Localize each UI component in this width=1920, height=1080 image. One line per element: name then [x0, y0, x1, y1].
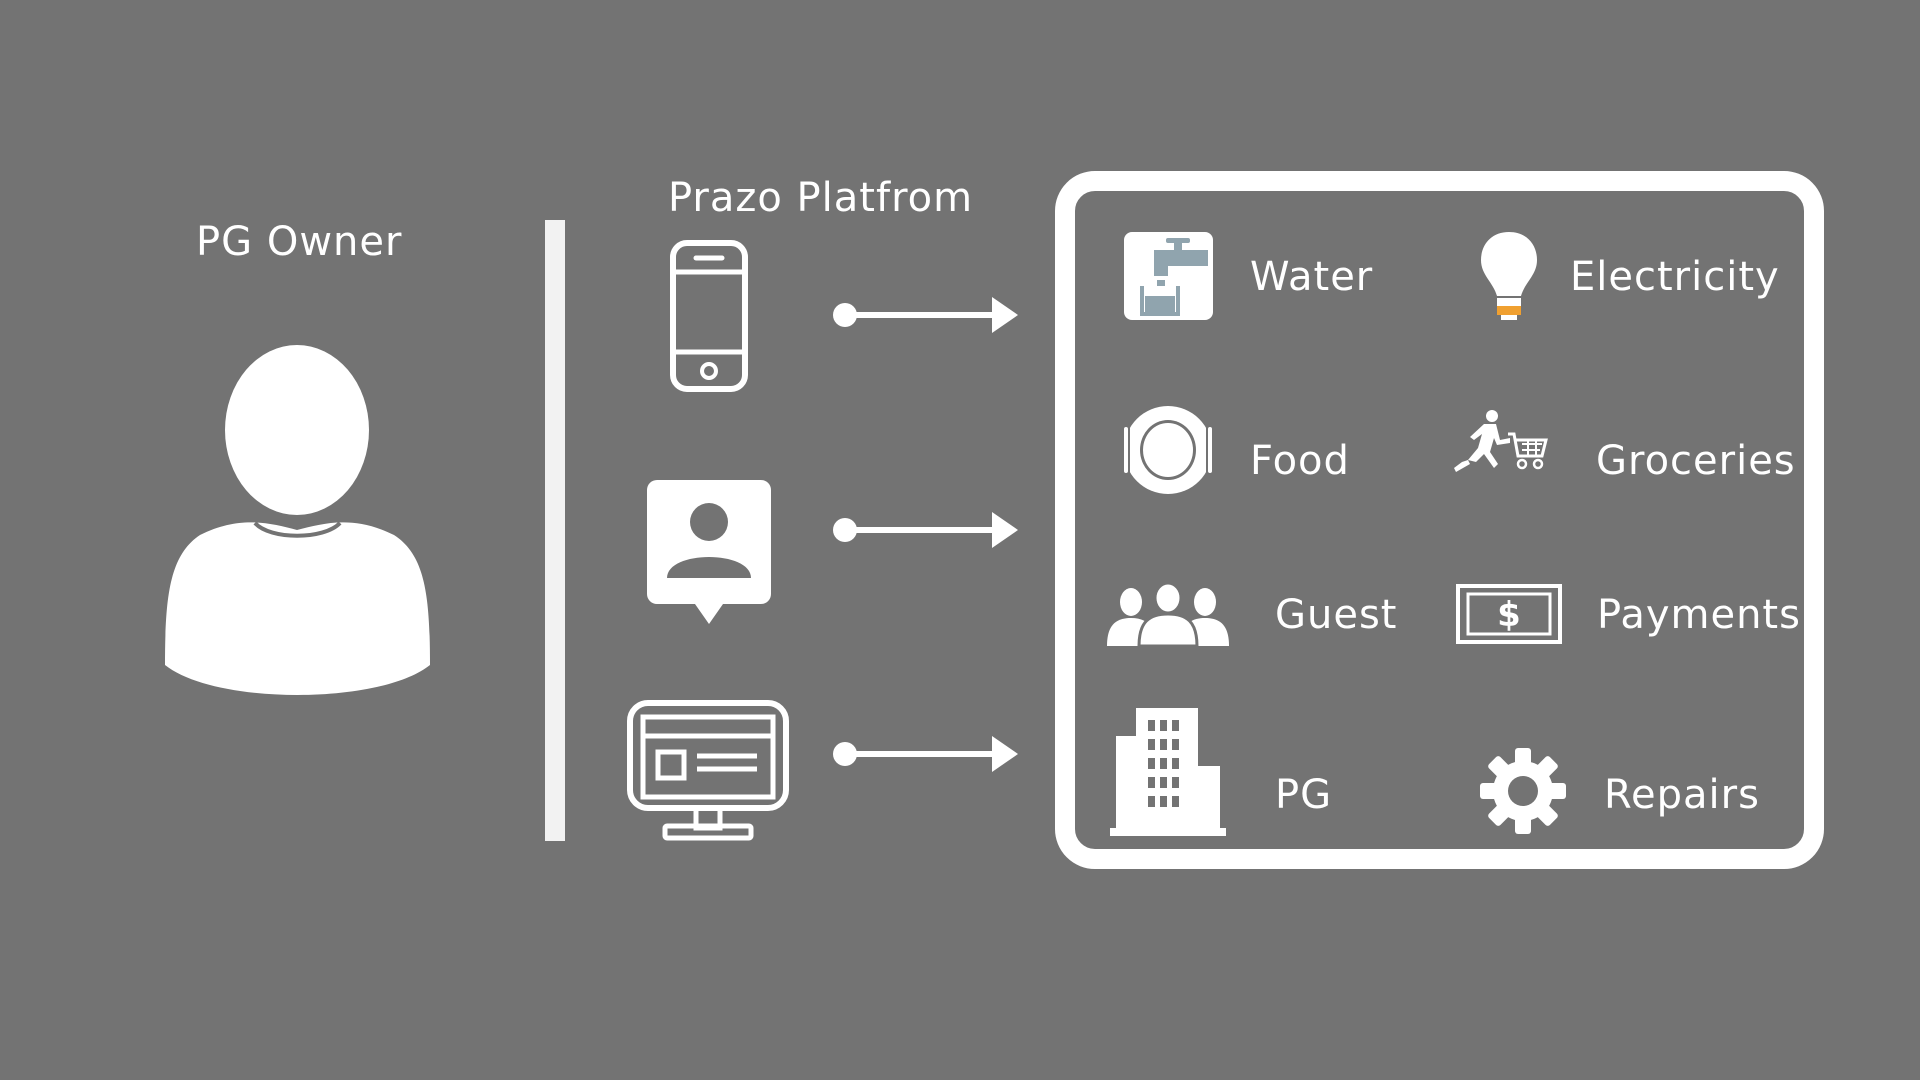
service-label-food: Food — [1250, 438, 1350, 484]
desktop-monitor-icon — [627, 700, 789, 841]
lightbulb-icon — [1481, 232, 1537, 320]
owner-title: PG Owner — [196, 219, 403, 265]
shopping-cart-runner-icon — [1454, 410, 1548, 472]
svg-text:$: $ — [1497, 595, 1521, 635]
connector-arrow — [833, 736, 1018, 772]
service-label-pg: PG — [1275, 772, 1333, 818]
service-label-electricity: Electricity — [1570, 254, 1780, 300]
water-tap-icon — [1124, 232, 1213, 320]
dollar-bill-icon: $ — [1456, 584, 1562, 644]
service-label-payments: Payments — [1597, 592, 1801, 638]
vertical-divider — [545, 220, 565, 841]
person-silhouette-icon — [165, 345, 430, 695]
people-group-icon — [1107, 581, 1229, 648]
platform-title: Prazo Platfrom — [668, 175, 974, 221]
service-label-guest: Guest — [1275, 592, 1398, 638]
service-label-repairs: Repairs — [1604, 772, 1760, 818]
plate-icon — [1122, 405, 1214, 495]
services-panel — [1055, 171, 1824, 869]
connector-arrow — [833, 297, 1018, 333]
connector-arrow — [833, 512, 1018, 548]
contact-card-icon — [647, 480, 771, 624]
service-label-water: Water — [1250, 254, 1374, 300]
service-label-groceries: Groceries — [1596, 438, 1796, 484]
gear-icon — [1480, 748, 1566, 834]
smartphone-icon — [670, 240, 748, 392]
building-icon — [1110, 708, 1226, 836]
